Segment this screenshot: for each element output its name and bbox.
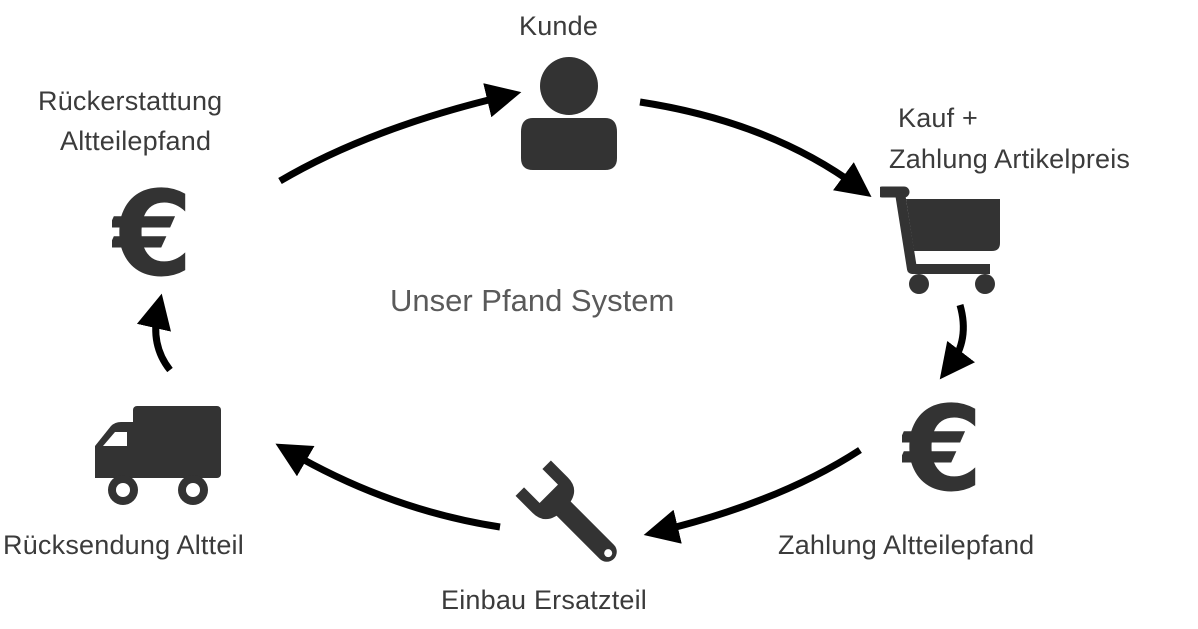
step-label-rueckerstattung-line1: Rückerstattung (38, 86, 223, 116)
shopping-cart-icon (880, 186, 1000, 294)
step-label-rueckerstattung-line2: Altteilepfand (60, 126, 212, 156)
arrow-refund-to-customer (278, 83, 522, 185)
diagram-title: Unser Pfand System (390, 283, 675, 318)
step-label-kunde: Kunde (519, 11, 599, 41)
svg-text:€: € (112, 177, 192, 287)
step-label-kauf-line2: Zahlung Artikelpreis (889, 144, 1131, 174)
arrow-deposit-payment-to-installation (643, 447, 862, 544)
arrow-return-to-refund (136, 293, 173, 373)
euro-icon: € (902, 392, 982, 502)
step-label-zahlung-altteilepfand: Zahlung Altteilepfand (778, 530, 1035, 560)
svg-text:€: € (902, 392, 982, 502)
wrench-icon (515, 460, 617, 562)
step-label-einbau-ersatzteil: Einbau Ersatzteil (441, 585, 648, 615)
person-icon (521, 57, 617, 170)
euro-icon: € (112, 177, 192, 287)
step-label-kauf-line1: Kauf + (898, 103, 979, 133)
truck-icon (95, 406, 221, 505)
step-label-ruecksendung-altteil: Rücksendung Altteil (3, 530, 244, 560)
arrow-purchase-to-deposit-payment (939, 304, 975, 380)
arrow-installation-to-return (275, 443, 501, 531)
arrow-customer-to-purchase (639, 98, 872, 197)
